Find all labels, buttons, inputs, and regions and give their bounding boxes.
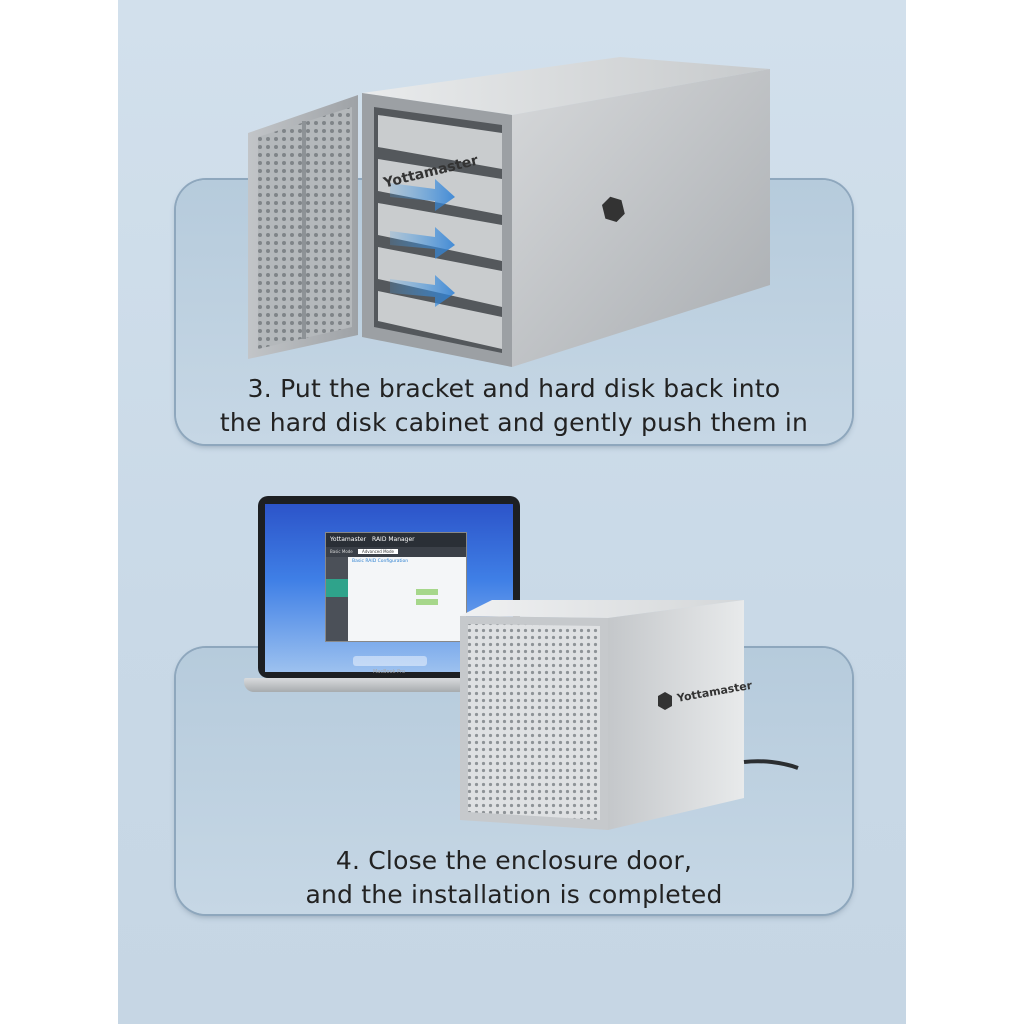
raid-app-brand: Yottamaster bbox=[330, 536, 367, 543]
step-3-caption: 3. Put the bracket and hard disk back in… bbox=[176, 372, 852, 440]
closed-enclosure-illustration bbox=[460, 600, 799, 830]
tab-basic-mode[interactable]: Basic Mode bbox=[330, 549, 353, 554]
dock bbox=[353, 656, 427, 666]
step-4-line-2: and the installation is completed bbox=[305, 880, 723, 909]
raid-tabs: Basic Mode Advanced Mode bbox=[326, 547, 466, 557]
raid-window-header: Yottamaster RAID Manager bbox=[326, 533, 466, 547]
raid-section-title: Basic RAID Configuration bbox=[352, 559, 409, 564]
tab-advanced-mode[interactable]: Advanced Mode bbox=[358, 549, 398, 554]
raid-app-title: RAID Manager bbox=[372, 536, 415, 543]
raid-sidebar bbox=[326, 557, 348, 641]
open-enclosure-illustration bbox=[248, 57, 770, 367]
laptop-illustration: Yottamaster RAID Manager Basic Mode Adva… bbox=[244, 496, 534, 706]
yottamaster-logo-icon bbox=[658, 692, 672, 710]
step-3-line-2: the hard disk cabinet and gently push th… bbox=[219, 408, 809, 437]
laptop-lid: Yottamaster RAID Manager Basic Mode Adva… bbox=[258, 496, 520, 678]
arrow-right-icon bbox=[390, 179, 455, 307]
laptop-model-label: MacBook Pro bbox=[372, 669, 406, 675]
raid-manager-window: Yottamaster RAID Manager Basic Mode Adva… bbox=[325, 532, 467, 642]
step-3-line-1: 3. Put the bracket and hard disk back in… bbox=[247, 374, 781, 403]
step-4-line-1: 4. Close the enclosure door, bbox=[335, 846, 693, 875]
step-4-caption: 4. Close the enclosure door, and the ins… bbox=[176, 844, 852, 912]
yottamaster-logo-icon bbox=[602, 196, 625, 222]
